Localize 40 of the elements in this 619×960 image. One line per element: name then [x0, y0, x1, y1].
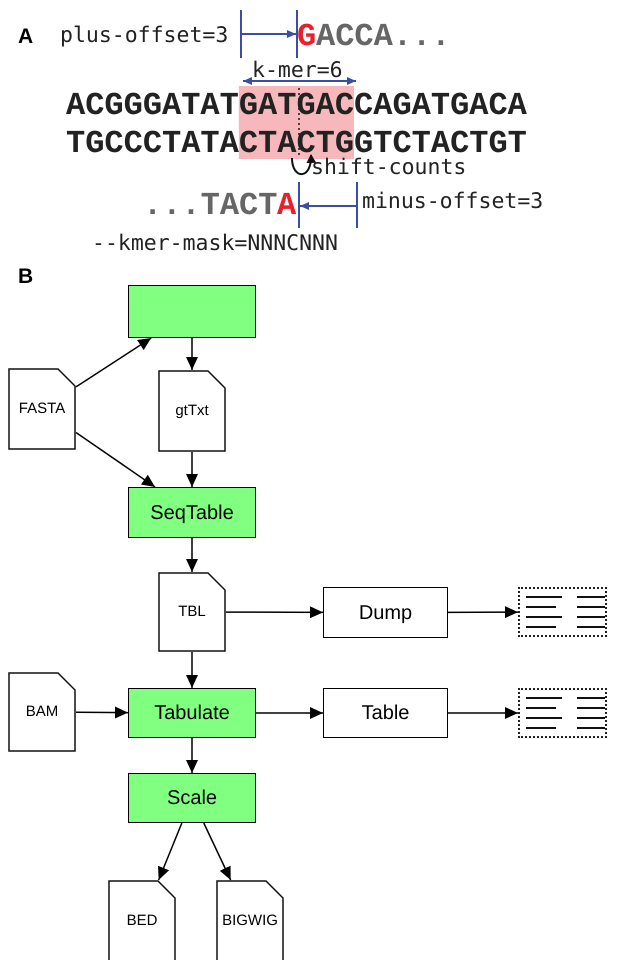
process-box: [128, 285, 256, 338]
offset-label: plus-offset=3: [60, 25, 228, 46]
process-box: Scale: [128, 773, 256, 823]
base-letter: G: [297, 21, 316, 53]
arrow: [186, 338, 198, 370]
file-label: BAM: [26, 702, 58, 722]
file-label: BED: [126, 910, 158, 931]
table-icon: [518, 587, 607, 637]
arrow: [76, 706, 128, 718]
arrow: [186, 652, 198, 688]
table-icon: [518, 688, 607, 738]
file-label: FASTA: [18, 398, 66, 419]
process-box: SeqTable: [128, 487, 256, 538]
offset-label: minus-offset=3: [362, 191, 544, 212]
process-box: Table: [323, 688, 448, 738]
shift-label: shift-counts: [311, 157, 466, 178]
arrow: [226, 606, 323, 618]
file-label: TBL: [178, 602, 206, 622]
arrow: [186, 738, 198, 773]
arrow: [76, 432, 156, 488]
base-letter: A: [277, 190, 296, 222]
arrow: [158, 822, 183, 880]
arrow: [203, 822, 232, 880]
process-box: Dump: [323, 587, 448, 638]
arrow: [186, 538, 198, 572]
sequence-text: ...TACT: [143, 190, 278, 222]
process-box: Tabulate: [128, 688, 256, 738]
arrow: [448, 707, 518, 719]
file-label: gtTxt: [175, 400, 209, 421]
sequence-text: ACGGGATATGATGACCAGATGACA: [66, 90, 527, 122]
panel-letter: A: [18, 26, 34, 47]
panel-letter: B: [18, 266, 34, 287]
kmer-label: k-mer=6: [252, 60, 343, 82]
sequence-text: ACCA...: [316, 21, 450, 53]
arrow: [256, 707, 323, 719]
arrow: [186, 452, 198, 487]
arrow: [76, 337, 152, 388]
mask-label: --kmer-mask=NNNCNNN: [92, 233, 338, 254]
arrow: [448, 606, 518, 618]
file-label: BIGWIG: [222, 910, 278, 931]
